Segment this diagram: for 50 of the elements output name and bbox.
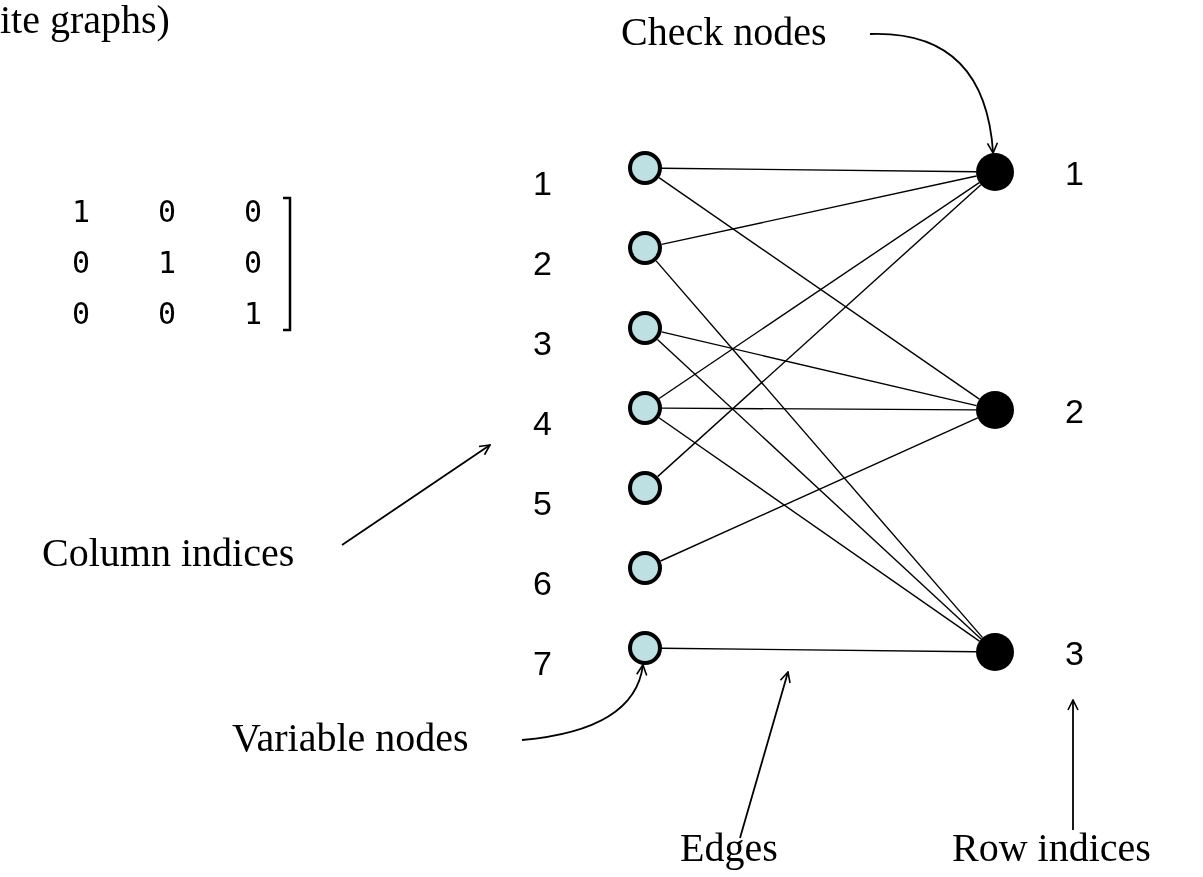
graph-edge-line [656,338,982,640]
index-number: 6 [533,566,552,600]
annotation-text: Check nodes [621,12,827,52]
index-number: 7 [533,646,552,680]
index-number: 3 [533,326,552,360]
graph-edge-line [659,417,979,562]
index-number: 2 [1065,394,1084,428]
variable-node-circle [628,151,662,185]
leader-arrow [521,663,647,741]
check-node-circle [976,633,1014,671]
variable-node-circle [628,231,662,265]
annotation-text: Column indices [42,533,295,573]
graph-edge-line [660,175,978,246]
variable-node-circle [628,391,662,425]
matrix-entry: 0 [72,248,91,278]
annotation-text: Row indices [952,828,1151,868]
heading-text: ite graphs) [0,0,170,40]
matrix-entry: 1 [158,248,177,278]
annotation-text: Variable nodes [232,718,469,758]
index-number: 1 [1065,156,1084,190]
matrix-entry: 0 [158,299,177,329]
matrix-entry: 0 [244,248,263,278]
leader-arrow [739,671,791,839]
index-number: 2 [533,246,552,280]
variable-node-circle [628,311,662,345]
annotation-text: Edges [680,828,778,868]
check-node-circle [976,153,1014,191]
graph-edge-line [658,417,981,642]
check-node-circle [976,391,1014,429]
graph-edge-line [655,260,984,639]
leader-arrow [341,444,491,546]
matrix-entry: 1 [244,299,263,329]
index-number: 4 [533,406,552,440]
graph-edge-line [660,331,978,407]
graph-edge-line [661,407,977,411]
matrix-entry: 0 [158,197,177,227]
leader-arrow [869,33,998,154]
index-number: 5 [533,486,552,520]
graph-edge-line [656,184,982,478]
index-number: 3 [1065,636,1084,670]
variable-node-circle [628,551,662,585]
matrix-entry: 0 [244,197,263,227]
graph-edge-line [661,647,977,653]
index-number: 1 [533,166,552,200]
matrix-entry: 1 [72,197,91,227]
matrix-entry: 0 [72,299,91,329]
graph-edge-line [661,167,977,173]
variable-node-circle [628,631,662,665]
leader-arrow [1067,699,1079,831]
variable-node-circle [628,471,662,505]
